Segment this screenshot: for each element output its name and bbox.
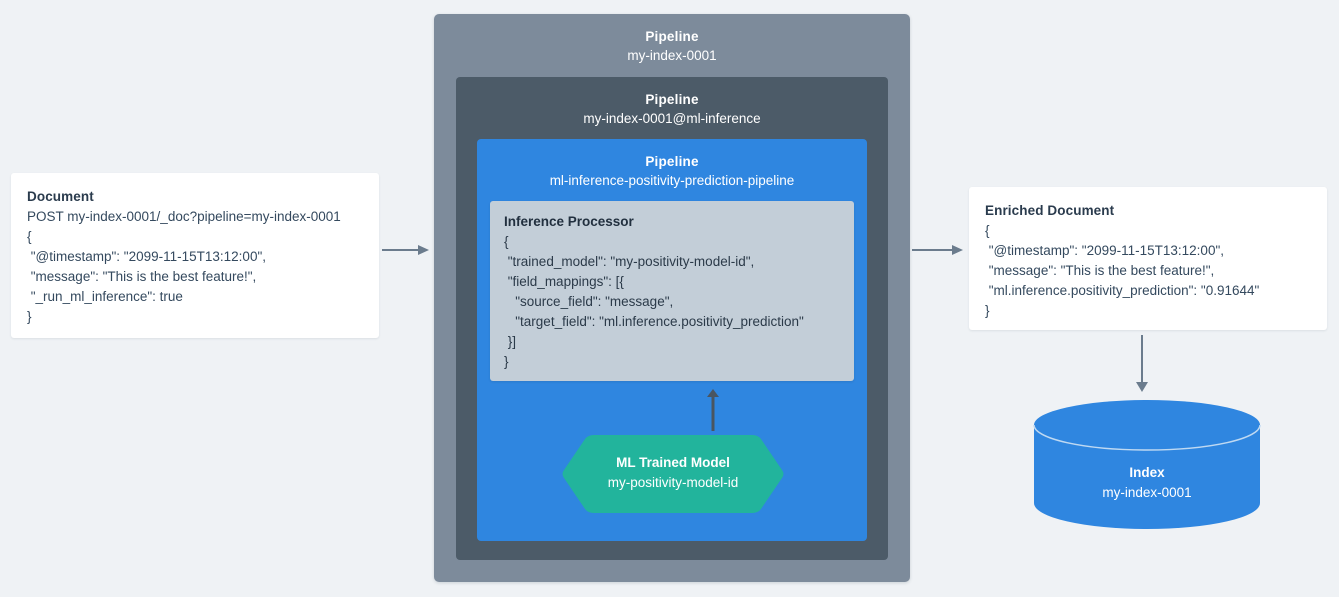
inference-processor-line-6: } (504, 354, 509, 369)
pipeline-outer-header: Pipeline my-index-0001 (434, 14, 910, 66)
pipeline-middle-header: Pipeline my-index-0001@ml-inference (456, 77, 888, 129)
ml-trained-model-hexagon: ML Trained Model my-positivity-model-id (560, 433, 786, 515)
document-card-line-5: } (27, 309, 32, 324)
document-card-line-3: "message": "This is the best feature!", (27, 269, 257, 284)
enriched-document-line-1: "@timestamp": "2099-11-15T13:12:00", (985, 243, 1224, 258)
pipeline-middle-kind: Pipeline (645, 92, 699, 107)
arrow-pipeline-to-enriched-document (912, 245, 963, 255)
index-kind: Index (1129, 465, 1165, 480)
document-card-line-1: { (27, 229, 32, 244)
inference-processor-title: Inference Processor (504, 214, 634, 229)
pipeline-outer-container: Pipeline my-index-0001 Pipeline my-index… (434, 14, 910, 582)
pipeline-inner-name: ml-inference-positivity-prediction-pipel… (549, 173, 795, 188)
pipeline-middle-name: my-index-0001@ml-inference (583, 111, 761, 126)
pipeline-inner-kind: Pipeline (645, 154, 699, 169)
inference-processor-line-5: }] (504, 334, 517, 349)
enriched-document-card: Enriched Document { "@timestamp": "2099-… (969, 187, 1327, 330)
index-cylinder: Index my-index-0001 (1033, 399, 1261, 529)
ml-trained-model-label: ML Trained Model my-positivity-model-id (560, 453, 786, 493)
ml-trained-model-name: my-positivity-model-id (607, 475, 739, 490)
enriched-document-line-3: "ml.inference.positivity_prediction": "0… (985, 283, 1260, 298)
inference-processor-line-4: "target_field": "ml.inference.positivity… (504, 314, 804, 329)
enriched-document-line-2: "message": "This is the best feature!", (985, 263, 1215, 278)
inference-processor-line-0: { (504, 234, 509, 249)
pipeline-inner-header: Pipeline ml-inference-positivity-predict… (477, 139, 867, 191)
arrow-document-to-pipeline (382, 245, 429, 255)
enriched-document-title: Enriched Document (985, 203, 1115, 218)
inference-processor-line-1: "trained_model": "my-positivity-model-id… (504, 254, 755, 269)
document-card-line-2: "@timestamp": "2099-11-15T13:12:00", (27, 249, 266, 264)
pipeline-outer-name: my-index-0001 (627, 48, 717, 63)
ml-trained-model-kind: ML Trained Model (616, 455, 730, 470)
inference-processor-line-2: "field_mappings": [{ (504, 274, 624, 289)
hexagon-shape-icon (562, 435, 784, 513)
index-label: Index my-index-0001 (1033, 463, 1261, 503)
pipeline-inner-container: Pipeline ml-inference-positivity-predict… (477, 139, 867, 541)
inference-processor-line-3: "source_field": "message", (504, 294, 674, 309)
document-card-line-0: POST my-index-0001/_doc?pipeline=my-inde… (27, 209, 341, 224)
document-card-line-4: "_run_ml_inference": true (27, 289, 183, 304)
index-name: my-index-0001 (1102, 485, 1192, 500)
arrow-ml-model-to-inference-processor (707, 389, 719, 431)
document-card: Document POST my-index-0001/_doc?pipelin… (11, 173, 379, 338)
database-cylinder-icon (1033, 400, 1261, 529)
document-card-title: Document (27, 189, 94, 204)
arrow-enriched-document-to-index (1136, 335, 1148, 392)
enriched-document-line-0: { (985, 223, 990, 238)
pipeline-middle-container: Pipeline my-index-0001@ml-inference Pipe… (456, 77, 888, 560)
inference-processor-panel: Inference Processor { "trained_model": "… (490, 201, 854, 381)
enriched-document-line-4: } (985, 303, 990, 318)
pipeline-outer-kind: Pipeline (645, 29, 699, 44)
